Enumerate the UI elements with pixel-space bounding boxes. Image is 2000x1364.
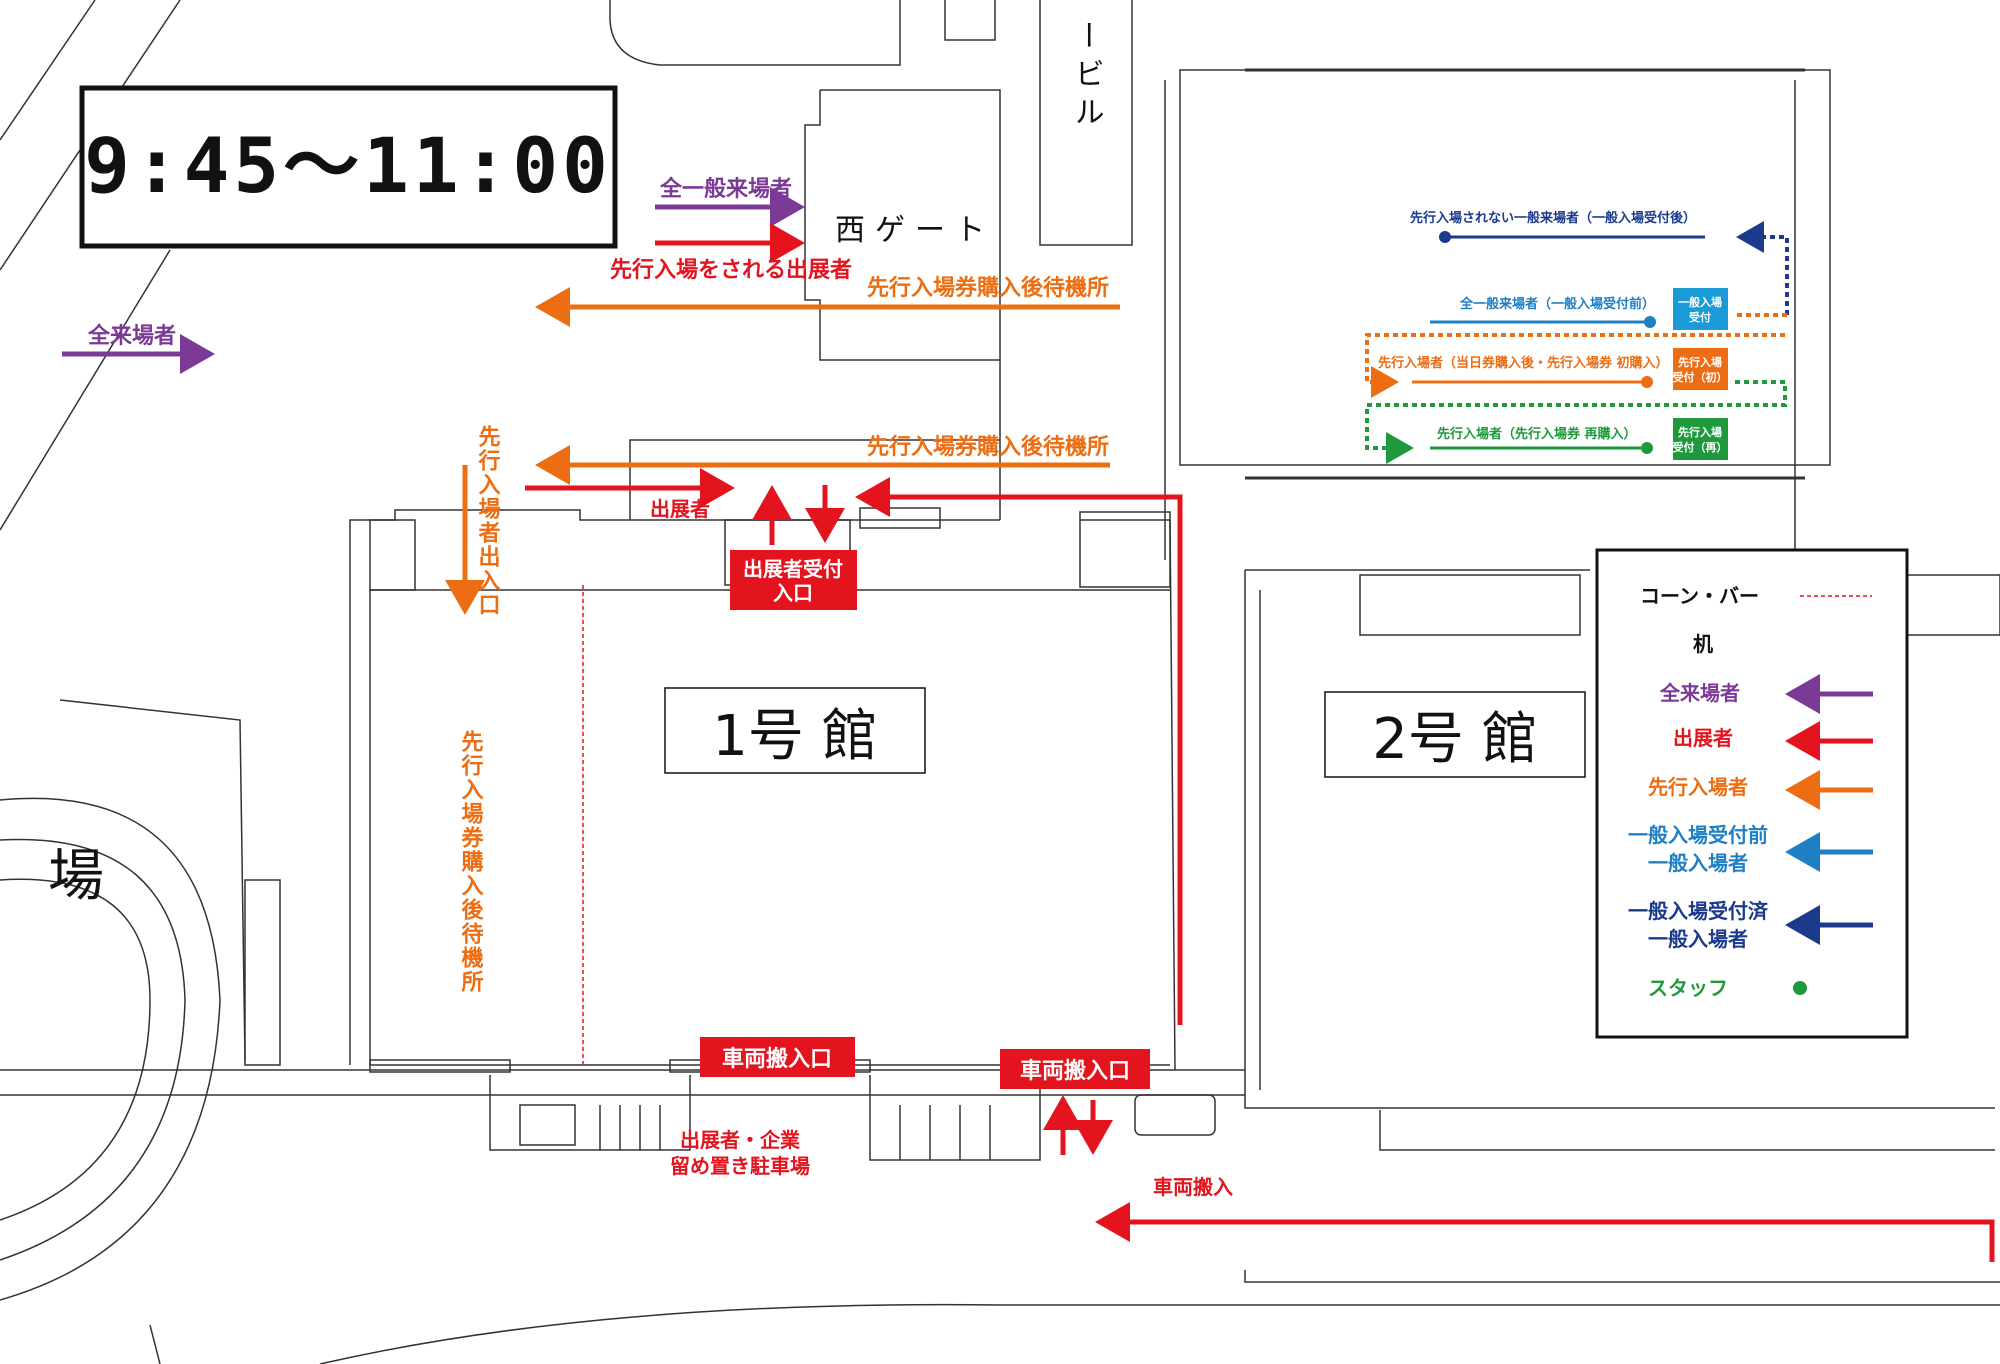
inset-row4-dotted-top <box>1365 380 1787 464</box>
all-visitors-label: 全来場者 <box>87 323 176 349</box>
priority-exhibitors-label: 先行入場をされる出展者 <box>610 257 852 283</box>
legend-staff-label: スタッフ <box>1648 976 1728 1000</box>
inset-badge-general-1: 一般入場 <box>1678 295 1722 309</box>
stadium-label: 場 <box>48 844 104 909</box>
vehicle-entrance-2-label: 車両搬入口 <box>1020 1058 1130 1084</box>
vehicle-entrance-1-label: 車両搬入口 <box>722 1046 832 1072</box>
inset-row4-dot <box>1641 442 1653 454</box>
legend-after-line1: 一般入場受付済 <box>1628 899 1769 923</box>
legend-after-line2: 一般入場者 <box>1648 927 1748 951</box>
parking-line-2: 留め置き駐車場 <box>670 1154 810 1178</box>
hall-2: 2号 館 <box>1324 691 1586 778</box>
inset-badge-priority-re-1: 先行入場 <box>1678 425 1722 439</box>
waiting-area-top-label: 先行入場券購入後待機所 <box>867 275 1109 301</box>
exhibitor-reception-box: 出展者受付 入口 <box>730 550 857 610</box>
inset-badge-priority-re-2: 受付（再） <box>1673 440 1728 454</box>
exhibitor-label: 出展者 <box>650 497 710 521</box>
inset-row3-dotted-top <box>1365 333 1785 398</box>
staff-dot-icon <box>1793 981 1807 995</box>
legend-cone-bar-label: コーン・バー <box>1640 584 1759 608</box>
inset-row4-label: 先行入場者（先行入場券 再購入） <box>1437 426 1637 442</box>
waiting-area-vertical-label: 先行入場券購入後待機所 <box>458 730 485 994</box>
legend-box: コーン・バー 机 全来場者 出展者 先行入場者 一般入場受付前 一般入場者 一般… <box>1595 548 1909 1039</box>
exhibitor-route-line <box>855 477 1183 1025</box>
parking-line-1: 出展者・企業 <box>680 1128 801 1152</box>
legend-before-line1: 一般入場受付前 <box>1628 823 1768 847</box>
time-range-text: 9:45〜11:00 <box>84 121 612 210</box>
legend-before-line2: 一般入場者 <box>1648 851 1748 875</box>
exhibitor-entrance-label: 入口 <box>773 581 813 605</box>
vehicle-loading-label: 車両搬入 <box>1153 1175 1233 1199</box>
time-range-box: 9:45〜11:00 <box>79 85 618 249</box>
legend-exhibitor-label: 出展者 <box>1673 726 1733 750</box>
inset-badge-priority-first <box>1673 348 1728 390</box>
inset-row2-dot <box>1644 316 1656 328</box>
vehicle-loading-arrow <box>1095 1202 1995 1262</box>
building-top-label: ービル <box>1069 20 1104 134</box>
inset-badge-general <box>1673 288 1728 330</box>
priority-exit-label: 先行入場者出入口 <box>475 425 502 617</box>
inset-badge-general-2: 受付 <box>1689 310 1711 324</box>
inset-row1-dotted <box>1736 221 1789 315</box>
legend-all-visitors-label: 全来場者 <box>1659 681 1740 705</box>
hall-1-label: 1号 館 <box>712 704 877 769</box>
inset-row3-label: 先行入場者（当日券購入後・先行入場券 初購入） <box>1378 355 1669 371</box>
inset-row1-label: 先行入場されない一般来場者（一般入場受付後） <box>1410 210 1696 226</box>
inset-row1-dot <box>1439 231 1451 243</box>
legend-priority-label: 先行入場者 <box>1648 775 1748 799</box>
waiting-area-mid-label: 先行入場券購入後待機所 <box>867 434 1109 460</box>
hall-1: 1号 館 <box>664 687 926 774</box>
inset-badge-priority-first-2: 受付（初） <box>1673 370 1728 384</box>
all-general-visitors-label: 全一般来場者 <box>659 176 792 202</box>
queue-inset: 先行入場されない一般来場者（一般入場受付後） 全一般来場者（一般入場受付前） 一… <box>1365 210 1789 464</box>
inset-badge-priority-first-1: 先行入場 <box>1678 355 1722 369</box>
west-gate-label: 西ゲート <box>835 213 995 248</box>
inset-row3-dot <box>1641 376 1653 388</box>
vehicle-entrance-1: 車両搬入口 <box>700 1037 855 1077</box>
inset-row2-label: 全一般来場者（一般入場受付前） <box>1459 296 1655 312</box>
inset-badge-priority-re <box>1673 418 1728 460</box>
exhibitor-reception-label: 出展者受付 <box>743 557 843 581</box>
hall-2-label: 2号 館 <box>1372 707 1537 772</box>
legend-desk-label: 机 <box>1693 632 1713 656</box>
vehicle-entrance-2: 車両搬入口 <box>1000 1049 1150 1089</box>
